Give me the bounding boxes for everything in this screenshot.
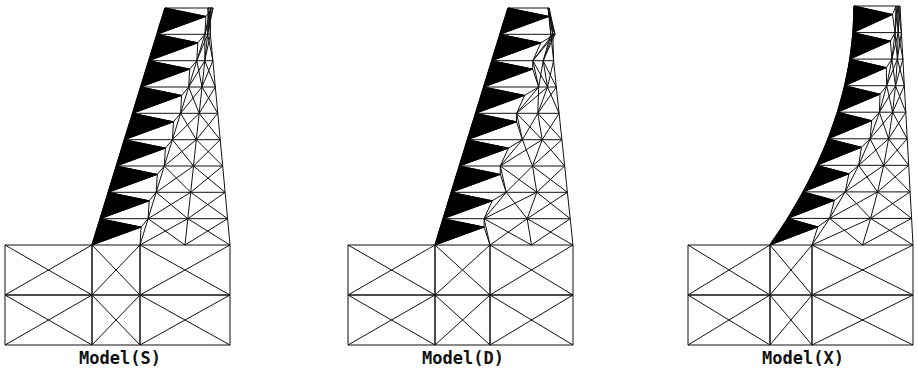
dam-mesh xyxy=(348,8,573,345)
joint-elements xyxy=(92,8,206,245)
mesh-lines xyxy=(348,8,573,345)
mesh-lines xyxy=(688,6,913,345)
dam-mesh xyxy=(5,8,230,345)
dam-mesh xyxy=(688,6,913,345)
joint-elements xyxy=(435,8,549,245)
model-caption: Model(D) xyxy=(348,348,578,368)
mesh-lines xyxy=(5,8,230,345)
model-caption: Model(X) xyxy=(688,348,918,368)
joint-elements xyxy=(770,6,893,245)
model-caption: Model(S) xyxy=(5,348,235,368)
